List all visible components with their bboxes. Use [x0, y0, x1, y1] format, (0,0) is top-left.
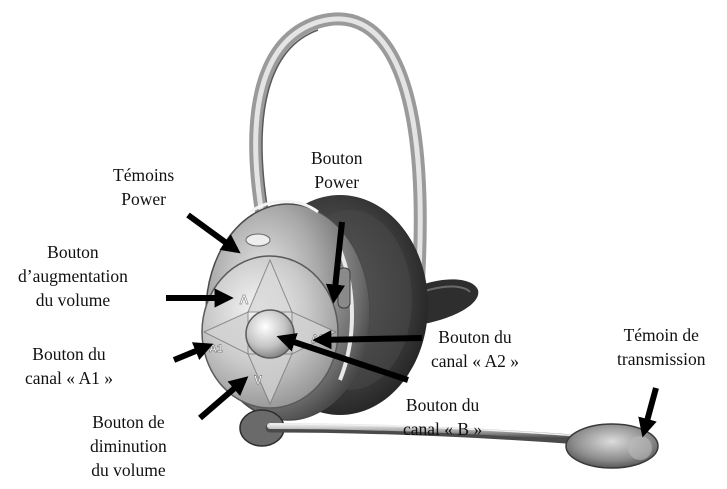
arrow-canal-a2 [318, 338, 422, 340]
label-diminution-volume: Bouton de diminution du volume [90, 410, 167, 482]
volume-down-button[interactable]: V [254, 373, 262, 387]
label-line: Power [113, 187, 174, 211]
label-canal-a2: Bouton du canal « A2 » [431, 325, 519, 373]
channel-a1-button[interactable]: A1 [209, 343, 223, 355]
label-line: Bouton [18, 240, 128, 264]
label-canal-a1: Bouton du canal « A1 » [25, 342, 113, 390]
label-temoins-power: Témoins Power [113, 163, 174, 211]
volume-up-button[interactable]: Λ [240, 292, 249, 307]
label-line: diminution [90, 434, 167, 458]
label-line: Témoins [113, 163, 174, 187]
label-line: Bouton du [403, 393, 482, 417]
label-line: Bouton [311, 146, 363, 170]
arrow-transmission [644, 388, 656, 432]
label-line: Bouton du [25, 342, 113, 366]
label-augmentation-volume: Bouton d’augmentation du volume [18, 240, 128, 312]
label-line: Bouton du [431, 325, 519, 349]
label-bouton-power: Bouton Power [311, 146, 363, 194]
label-line: Power [311, 170, 363, 194]
label-canal-b: Bouton du canal « B » [403, 393, 482, 441]
label-line: canal « A1 » [25, 366, 113, 390]
label-line: d’augmentation [18, 264, 128, 288]
label-line: Bouton de [90, 410, 167, 434]
label-line: canal « B » [403, 417, 482, 441]
label-line: du volume [18, 288, 128, 312]
label-line: Témoin de [617, 323, 705, 347]
label-line: du volume [90, 458, 167, 482]
transmission-indicator [628, 436, 652, 460]
label-line: transmission [617, 347, 705, 371]
arrow-canal-a1 [174, 346, 208, 360]
button-face [202, 256, 338, 408]
label-line: canal « A2 » [431, 349, 519, 373]
arrow-temoins-power [188, 215, 236, 250]
label-transmission: Témoin de transmission [617, 323, 705, 371]
